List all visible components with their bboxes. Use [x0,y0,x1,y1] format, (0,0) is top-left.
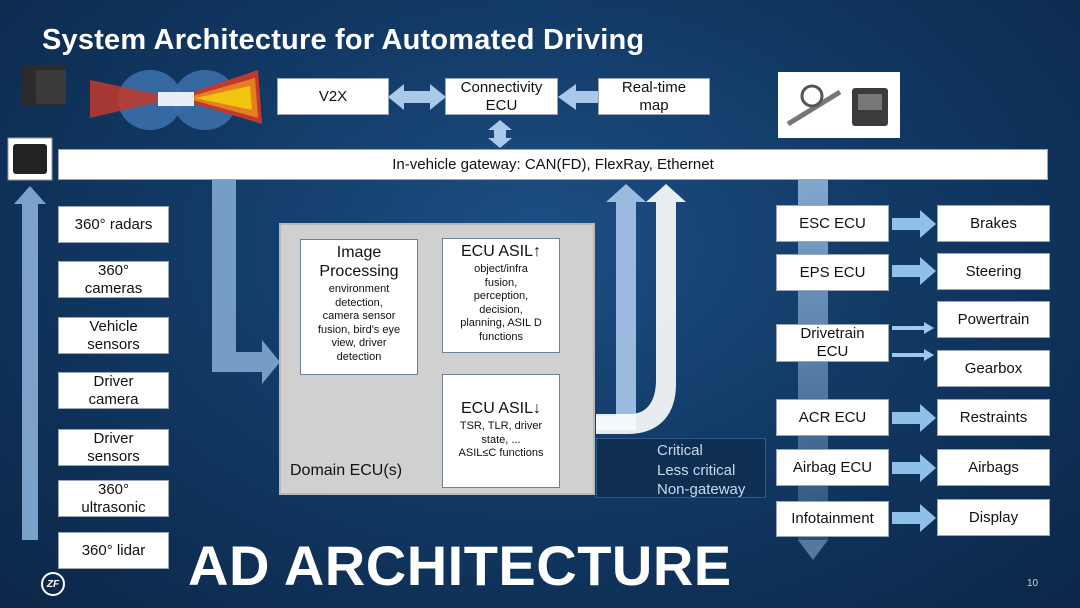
connectivity-ecu-line2: ECU [485,96,518,114]
ecu-label: EPS ECU [799,263,866,281]
connectivity-ecu-box: Connectivity ECU [445,78,558,115]
desc-line: decision, [479,303,523,316]
sensor-label: ultrasonic [81,498,146,516]
image-processing-desc: environment detection, camera sensor fus… [305,283,413,364]
ecu-box-eps: EPS ECU [776,254,889,291]
actuator-label: Display [968,508,1019,526]
ecu-box-infotainment: Infotainment [776,501,889,537]
image-processing-title: Processing [319,263,399,280]
desc-line: functions [478,330,524,343]
sensor-box-driver-camera: Driver camera [58,372,169,409]
v2x-box: V2X [277,78,389,115]
gateway-label: In-vehicle gateway: CAN(FD), FlexRay, Et… [392,155,714,173]
sensor-coverage-image [22,66,262,130]
sensor-label: Driver [93,429,134,447]
sensor-label: camera [88,390,139,408]
desc-line: planning, ASIL D [460,317,542,329]
sensor-box-360-ultrasonic: 360° ultrasonic [58,480,169,517]
desc-line: perception, [473,290,529,302]
ecu-label: ESC ECU [799,214,866,232]
ad-architecture-banner: AD ARCHITECTURE [188,534,732,597]
desc-line: detection, [335,296,383,309]
sensor-label: cameras [84,279,143,297]
ecu-asil-down-desc: TSR, TLR, driver state, ... ASIL≤C funct… [447,420,555,461]
sensor-label: sensors [87,447,140,465]
steering-brake-image [778,72,900,138]
legend-critical: Critical [657,442,703,459]
ecu-asil-down-title: ECU ASIL↓ [460,400,542,417]
connectivity-ecu-line1: Connectivity [460,78,543,96]
ecu-label: ECU [816,343,849,360]
ecu-asil-up-box: ECU ASIL↑ object/infra fusion, perceptio… [442,238,560,353]
sensor-label: 360° [97,480,130,498]
gateway-module-image [7,137,53,181]
desc-line: detection [336,350,382,363]
legend-less-critical: Less critical [657,462,736,479]
ecu-actuator-arrows [892,210,936,532]
page-number: 10 [1027,578,1039,589]
ecu-label: ACR ECU [798,408,867,426]
sensor-box-360-radars: 360° radars [58,206,169,243]
actuator-label: Airbags [968,458,1019,476]
image-processing-box: Image Processing environment detection, … [300,239,418,375]
desc-line: view, driver [331,337,387,349]
actuator-label: Steering [965,262,1022,280]
ecu-box-drivetrain: Drivetrain ECU [776,324,889,362]
sensor-label: sensors [87,335,140,353]
ecu-box-esc: ESC ECU [776,205,889,242]
sensor-box-360-lidar: 360° lidar [58,532,169,569]
ecu-label: Drivetrain [800,325,865,342]
ecu-asil-down-box: ECU ASIL↓ TSR, TLR, driver state, ... AS… [442,374,560,488]
sensor-box-vehicle-sensors: Vehicle sensors [58,317,169,354]
desc-line: fusion, bird's eye [317,323,401,336]
v2x-label: V2X [318,87,348,105]
sensor-label: 360° radars [74,215,153,233]
sensor-label: 360° [97,261,130,279]
domain-ecu-label: Domain ECU(s) [290,462,403,479]
ecu-asil-up-desc: object/infra fusion, perception, decisio… [447,263,555,344]
ecu-asil-up-title: ECU ASIL↑ [460,243,542,260]
slide-title: System Architecture for Automated Drivin… [42,24,645,56]
ecu-label: Infotainment [791,510,874,527]
actuator-label: Restraints [959,408,1028,426]
ecu-label: Airbag ECU [792,458,873,476]
actuator-brakes: Brakes [937,205,1050,242]
desc-line: fusion, [484,276,518,289]
sensor-box-360-cameras: 360° cameras [58,261,169,298]
actuator-label: Powertrain [957,310,1030,328]
desc-line: state, ... [481,433,521,446]
ecu-box-airbag: Airbag ECU [776,449,889,486]
actuator-label: Gearbox [964,359,1023,377]
actuator-display: Display [937,499,1050,536]
sensor-label: Vehicle [89,317,138,335]
actuator-powertrain: Powertrain [937,301,1050,338]
zf-logo-icon: ZF [41,572,65,596]
desc-line: ASIL≤C functions [458,447,544,459]
realtime-map-box: Real-time map [598,78,710,115]
desc-line: environment [328,283,390,295]
realtime-map-line1: Real-time [621,78,687,96]
realtime-map-line2: map [639,96,669,114]
image-processing-title: Image [336,244,382,261]
desc-line: camera sensor [322,310,396,322]
sensor-label: 360° lidar [81,541,146,559]
sensor-box-driver-sensors: Driver sensors [58,429,169,466]
in-vehicle-gateway-bar: In-vehicle gateway: CAN(FD), FlexRay, Et… [58,149,1048,180]
sensor-label: Driver [93,372,134,390]
actuator-airbags: Airbags [937,449,1050,486]
actuator-restraints: Restraints [937,399,1050,436]
desc-line: TSR, TLR, driver [459,420,543,432]
desc-line: object/infra [474,263,528,275]
ecu-box-acr: ACR ECU [776,399,889,436]
actuator-steering: Steering [937,253,1050,290]
actuator-gearbox: Gearbox [937,350,1050,387]
legend-non-gateway: Non-gateway [657,481,746,498]
actuator-label: Brakes [970,214,1017,232]
arrow-legend [596,438,766,498]
